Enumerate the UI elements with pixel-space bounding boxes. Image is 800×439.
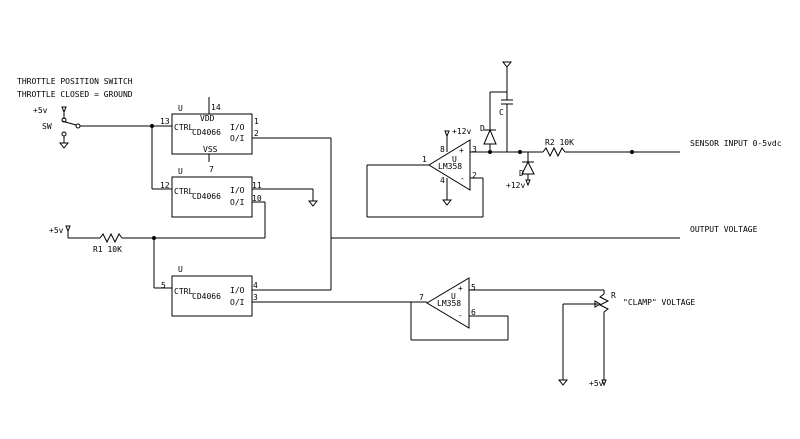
switch-supply-arrow: [61, 106, 67, 117]
resistor-r1: [99, 232, 123, 244]
u1-unit-label: U: [178, 104, 183, 113]
title-line-1: THROTTLE POSITION SWITCH: [17, 77, 133, 86]
a1-unit-label: U: [452, 155, 457, 164]
u3-ctrl-label: CTRL: [174, 287, 193, 296]
u1-oi-label: O/I: [230, 134, 245, 143]
u1-part-label: CD4066: [192, 128, 221, 137]
u1-pin-oi: 2: [254, 129, 259, 138]
cd4066-u1: U CTRL CD4066 I/O O/I VDD VSS 14 7 13 1 …: [160, 97, 259, 174]
r2-label: R2 10K: [545, 138, 574, 147]
u1-pin-vdd: 14: [211, 103, 221, 112]
u1-vdd-label: VDD: [200, 114, 215, 123]
switch-ground: [58, 142, 70, 149]
a1-pin-gnd: 4: [440, 176, 445, 185]
u2-pin-oi: 10: [252, 194, 262, 203]
output-voltage-label: OUTPUT VOLTAGE: [690, 225, 758, 234]
lm358-lower: U LM358 + - 7 5 6: [419, 277, 476, 329]
a2-unit-label: U: [451, 292, 456, 301]
u3-pin-io: 4: [253, 281, 258, 290]
cd4066-u3: U CTRL CD4066 I/O O/I 5 4 3: [161, 265, 258, 317]
cd4066-u2: U CTRL CD4066 I/O O/I 12 11 10: [160, 167, 262, 218]
u2-ctrl-label: CTRL: [174, 187, 193, 196]
r1-label: R1 10K: [93, 245, 122, 254]
clamp-potentiometer: +5v R "CLAMP" VOLTAGE: [557, 290, 695, 388]
a2-pin-plus: 5: [471, 283, 476, 292]
sensor-input-wiring: R2 10K SENSOR INPUT 0-5vdc D +12v: [506, 138, 782, 190]
pot-wiper-arrow: [594, 300, 601, 308]
u3-unit-label: U: [178, 265, 183, 274]
resistor-r2: [542, 146, 566, 158]
clamp-voltage-label: "CLAMP" VOLTAGE: [623, 298, 695, 307]
u3-pin-ctrl: 5: [161, 281, 166, 290]
u3-io-label: I/O: [230, 286, 245, 295]
u1-pin-ctrl: 13: [160, 117, 170, 126]
upper-diode-capacitor: C D: [480, 61, 513, 152]
a1-supply-label: +12v: [452, 127, 471, 136]
pot-label: R: [611, 291, 616, 300]
a1-part-label: LM358: [438, 162, 462, 171]
a2-pin-out: 7: [419, 293, 424, 302]
a1-pin-out: 1: [422, 155, 427, 164]
lm358-upper: U LM358 + - 1 3 2 8 4 +12v: [422, 127, 477, 206]
diode-upper: [483, 128, 497, 145]
top-supply-arrow: [501, 61, 513, 68]
switch-blade: [61, 120, 77, 126]
a1-minus-sign: -: [460, 174, 465, 183]
u1-vss-label: VSS: [203, 145, 218, 154]
a1-pin-minus: 2: [472, 171, 477, 180]
a2-wiring: [252, 289, 604, 341]
u1-pin-io: 1: [254, 117, 259, 126]
switch-supply-label: +5v: [33, 106, 48, 115]
diode-lower-label: D: [519, 169, 524, 178]
u3-part-label: CD4066: [192, 292, 221, 301]
a2-pin-minus: 6: [471, 308, 476, 317]
a1-ground: [441, 199, 453, 206]
pot-supply-label: +5v: [589, 379, 604, 388]
u2-io-label: I/O: [230, 186, 245, 195]
throttle-switch: +5v SW: [33, 106, 172, 149]
a2-plus-sign: +: [458, 284, 463, 293]
title-line-2: THROTTLE CLOSED = GROUND: [17, 90, 133, 99]
a2-minus-sign: -: [458, 311, 463, 320]
control-wiring: +5v R1 10K: [49, 124, 319, 289]
u3-pin-oi: 3: [253, 293, 258, 302]
u1-ctrl-label: CTRL: [174, 123, 193, 132]
output-wiring: OUTPUT VOLTAGE: [252, 137, 758, 291]
switch-label: SW: [42, 122, 52, 131]
a1-pin-vcc: 8: [440, 145, 445, 154]
u2-pin-io: 11: [252, 181, 262, 190]
u3-oi-label: O/I: [230, 298, 245, 307]
u2-unit-label: U: [178, 167, 183, 176]
u1-pin-vss: 7: [209, 165, 214, 174]
u2-part-label: CD4066: [192, 192, 221, 201]
a2-part-label: LM358: [437, 299, 461, 308]
sensor-input-label: SENSOR INPUT 0-5vdc: [690, 139, 782, 148]
a1-pin-plus: 3: [472, 145, 477, 154]
diode-supply-label: +12v: [506, 181, 525, 190]
a1-plus-sign: +: [459, 146, 464, 155]
u1-io-label: I/O: [230, 123, 245, 132]
diode-upper-label: D: [480, 124, 485, 133]
r1-supply-label: +5v: [49, 226, 64, 235]
pot-ground: [557, 379, 569, 386]
u2-pin-ctrl: 12: [160, 181, 170, 190]
capacitor-label: C: [499, 108, 504, 117]
potentiometer-r: [598, 293, 610, 313]
u2-oi-label: O/I: [230, 198, 245, 207]
u2-ground: [307, 200, 319, 207]
